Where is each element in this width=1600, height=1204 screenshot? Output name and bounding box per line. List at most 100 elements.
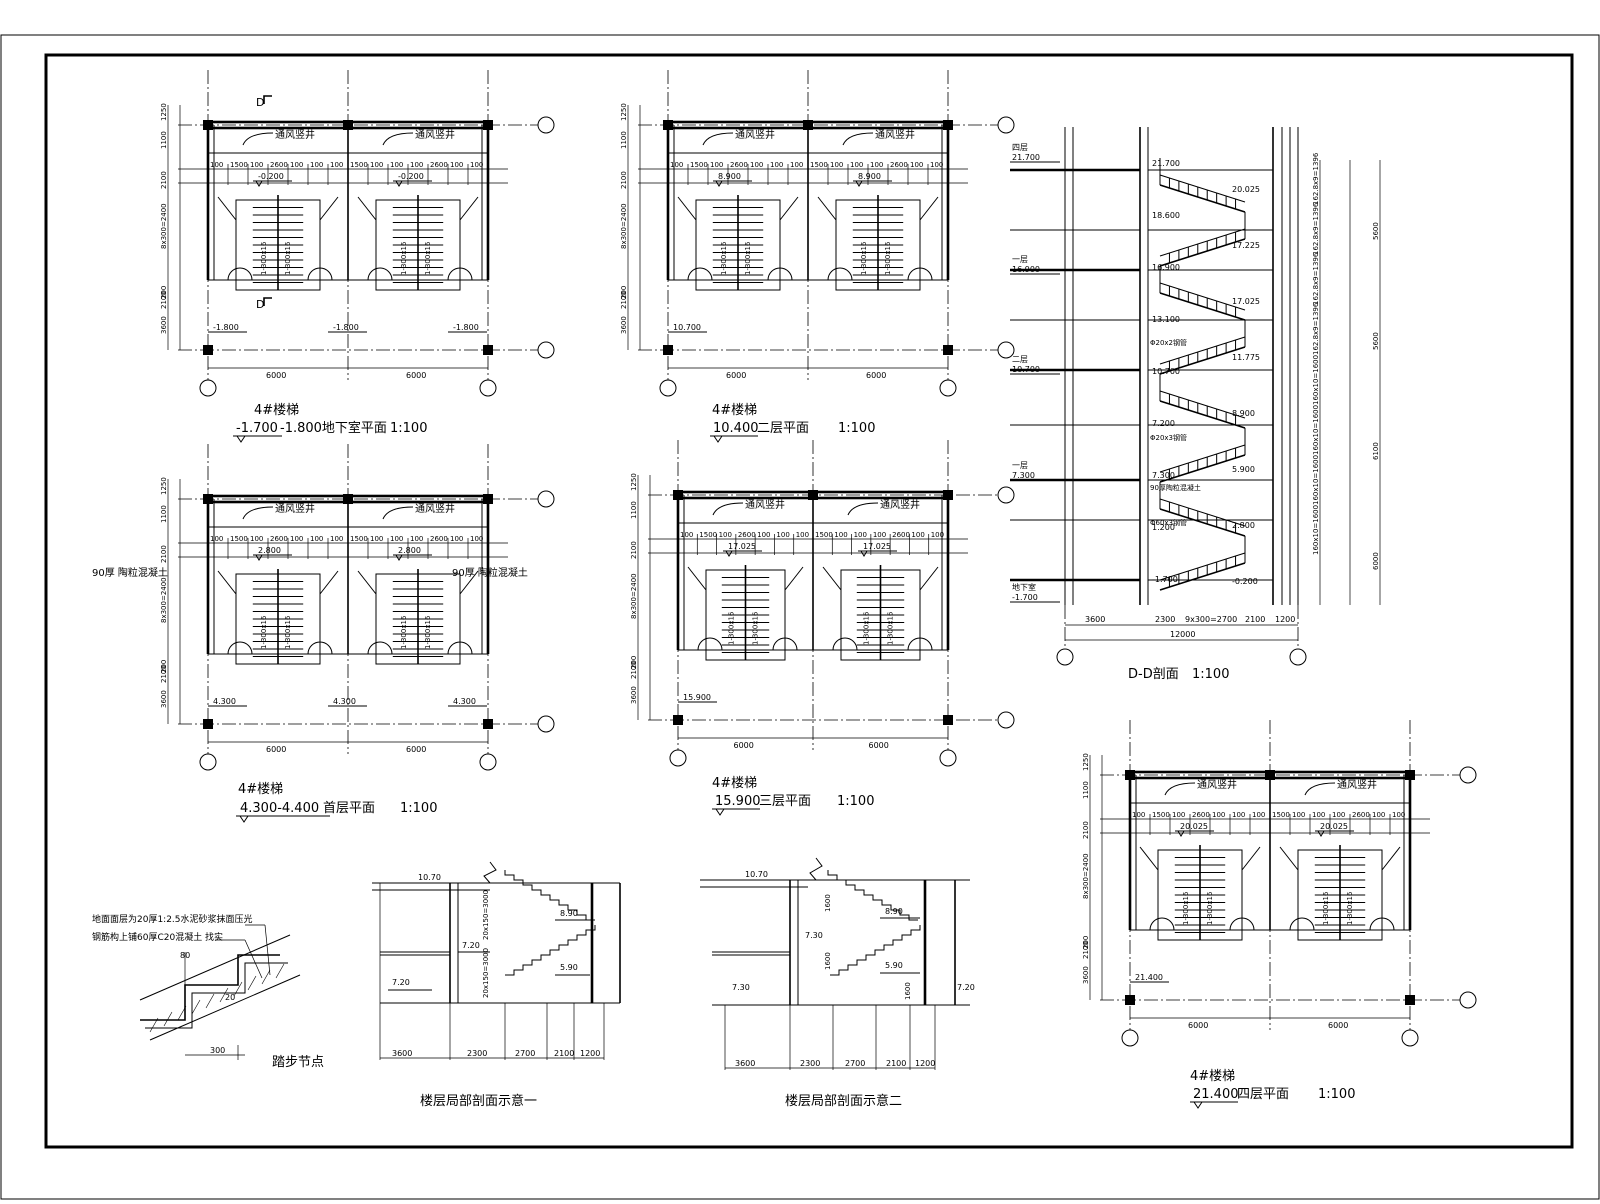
level-mark: -0.200 — [258, 172, 284, 181]
door-swing — [827, 267, 853, 281]
dim-h: 1500 — [690, 161, 708, 169]
dd-handrail — [1159, 228, 1246, 257]
door-swing — [832, 637, 858, 651]
dim-h: 100 — [1312, 811, 1325, 819]
dd-flight — [1159, 454, 1246, 483]
landing-edge — [459, 196, 479, 221]
dd-flight — [1159, 508, 1246, 537]
step-profile — [830, 925, 921, 976]
p1-level: 10.70 — [418, 873, 441, 882]
fourth-scale: 1:100 — [1318, 1087, 1355, 1102]
dim-h: 100 — [1332, 811, 1345, 819]
door-swing — [1229, 917, 1255, 931]
level-mark: 4.300 — [213, 697, 236, 706]
column — [943, 490, 953, 500]
dim-h: 1500 — [699, 531, 717, 539]
span-label: 6000 — [406, 745, 426, 754]
dim-h: 100 — [854, 531, 867, 539]
step-profile — [827, 870, 918, 921]
dim-h: 100 — [410, 535, 423, 543]
first-label: 首层平面 — [323, 801, 375, 816]
dim-h: 100 — [870, 161, 883, 169]
landing-edge — [1279, 846, 1299, 871]
span-label: 6000 — [406, 371, 426, 380]
inner-border — [44, 53, 1574, 1149]
dd-flight — [1159, 562, 1246, 591]
flight-label: 1-300x16 — [284, 241, 292, 275]
dd-floor-name: 地下室 — [1012, 582, 1036, 592]
section-mark-top: D — [256, 96, 264, 109]
column — [483, 494, 493, 504]
dim-h: 2600 — [1352, 811, 1370, 819]
step-profile — [505, 925, 596, 976]
axis-bubble — [479, 753, 497, 771]
dd-note: Φ60x3钢管 — [1150, 518, 1187, 527]
dim-h: 2600 — [270, 535, 288, 543]
dd-floor-level: -1.700 — [1012, 593, 1038, 602]
column — [1265, 770, 1275, 780]
dim-h: 100 — [776, 531, 789, 539]
dim-h: 100 — [790, 161, 803, 169]
dim-v: 2100 — [630, 661, 638, 679]
flight-label: 1-300x16 — [260, 615, 268, 649]
dim-h: 100 — [250, 535, 263, 543]
flight-label: 1-300x16 — [424, 615, 432, 649]
dim-h: 100 — [834, 531, 847, 539]
level-arrow — [858, 550, 897, 557]
basement-scale: 1:100 — [390, 421, 427, 436]
column — [203, 719, 213, 729]
door-swing — [697, 637, 723, 651]
flight-label: 1-300x16 — [1206, 891, 1214, 925]
p2-dim-v: 1600 — [904, 982, 912, 1000]
second-label: 二层平面 — [757, 421, 809, 436]
door-swing — [772, 637, 798, 651]
section-arrow-bottom — [263, 297, 272, 306]
dim-h: 100 — [290, 161, 303, 169]
first-elevation: 4.300-4.400 — [240, 801, 319, 816]
concrete-hatch — [275, 963, 285, 979]
dim-h: 100 — [1172, 811, 1185, 819]
level-mark: 4.300 — [333, 697, 356, 706]
dim-v: 200 — [160, 660, 168, 673]
dd-floor-level: 7.300 — [1012, 471, 1035, 480]
shaft-curve — [712, 502, 744, 516]
dd-floor-name: 二层 — [1012, 355, 1028, 364]
column — [343, 120, 353, 130]
axis-bubble — [939, 379, 957, 397]
dd-handrail — [1159, 552, 1246, 581]
dd-handrail — [1159, 282, 1246, 311]
concrete-hatch — [219, 987, 229, 1003]
shaft-curve — [842, 132, 874, 146]
dd-level-left: 21.700 — [1152, 159, 1180, 168]
landing-edge — [1241, 846, 1261, 871]
third-scale: 1:100 — [837, 794, 874, 809]
axis-bubble — [997, 116, 1015, 134]
flight-label: 1-300x16 — [400, 615, 408, 649]
flight-label: 1-300x16 — [884, 241, 892, 275]
level-mark: -1.800 — [453, 323, 479, 332]
column — [483, 345, 493, 355]
dd-flight — [1159, 400, 1246, 429]
dim-h: 100 — [830, 161, 843, 169]
dd-level-left: 7.200 — [1152, 419, 1175, 428]
dim-v: 8x300=2400 — [1082, 853, 1090, 899]
p2-dim-v: 1600 — [824, 952, 832, 970]
dim-v: 3600 — [1082, 966, 1090, 984]
p2-level: 8.90 — [885, 907, 903, 916]
door-swing — [1369, 917, 1395, 931]
dd-section: 四层21.700一层16.900二层10.700一层7.300地下室-1.700… — [1010, 127, 1381, 666]
dd-level-right: 5.900 — [1232, 465, 1255, 474]
span-label: 6000 — [726, 371, 746, 380]
column — [343, 494, 353, 504]
flight-label: 1-300x16 — [744, 241, 752, 275]
flight-label: 1-300x16 — [860, 241, 868, 275]
dd-level-left: -1.700 — [1152, 575, 1178, 584]
dd-scale: 1:100 — [1192, 667, 1229, 682]
shaft-curve — [702, 132, 734, 146]
door-swing — [307, 641, 333, 655]
dd-handrail — [1159, 390, 1246, 419]
axis-bubble — [1459, 766, 1477, 784]
step-dim-20: 20 — [225, 993, 235, 1002]
p2-dim-h: 2700 — [845, 1059, 865, 1068]
third-building: 4#楼梯 — [712, 776, 757, 791]
